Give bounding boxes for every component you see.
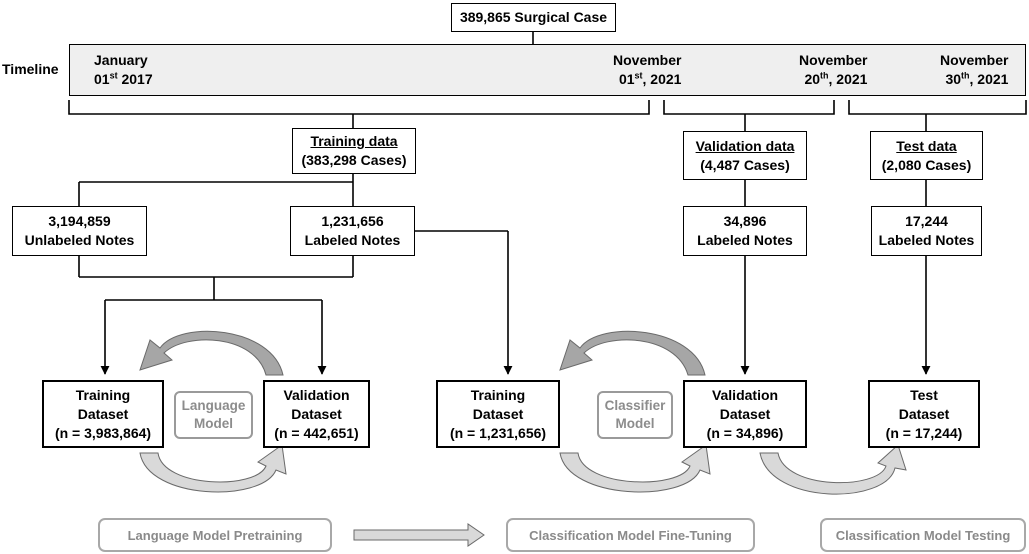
curved-arrow-lm-bottom: [139, 444, 287, 493]
curved-arrow-lm-top: [139, 330, 284, 376]
timeline-bar: [69, 44, 1026, 96]
surgical-case-title: 389,865 Surgical Case: [459, 9, 608, 25]
stage-pretraining: Language Model Pretraining: [98, 518, 332, 552]
validation-data-title: Validation data: [695, 137, 795, 154]
stage-testing: Classification Model Testing: [820, 518, 1026, 552]
lm-validation-dataset-n: (n = 442,651): [274, 424, 359, 441]
test-dataset-line2: Dataset: [898, 405, 950, 422]
classifier-model-box: Classifier Model: [597, 391, 673, 439]
test-data-title: Test data: [896, 137, 957, 154]
classifier-model-line1: Classifier: [604, 398, 666, 413]
unlabeled-notes-box: 3,194,859 Unlabeled Notes: [12, 206, 147, 256]
language-model-line1: Language: [181, 398, 246, 413]
cls-validation-dataset-line2: Dataset: [719, 405, 771, 422]
training-data-count: (383,298 Cases): [301, 152, 407, 168]
labeled-notes-test-box: 17,244 Labeled Notes: [871, 206, 982, 256]
labeled-notes-train-box: 1,231,656 Labeled Notes: [290, 206, 415, 256]
test-dataset-box: Test Dataset (n = 17,244): [868, 380, 980, 448]
training-bracket: [68, 100, 650, 115]
cls-training-dataset-box: Training Dataset (n = 1,231,656): [436, 380, 560, 448]
cls-validation-dataset-n: (n = 34,896): [706, 424, 784, 441]
cls-training-dataset-n: (n = 1,231,656): [449, 424, 547, 441]
curved-arrow-cls-top: [559, 330, 706, 376]
training-data-box: Training data (383,298 Cases): [292, 128, 416, 174]
test-dataset-line1: Test: [910, 386, 938, 403]
classifier-model-line2: Model: [615, 416, 655, 431]
stage-finetuning: Classification Model Fine-Tuning: [506, 518, 755, 552]
language-model-line2: Model: [194, 416, 233, 431]
labeled-notes-val-box: 34,896 Labeled Notes: [683, 206, 807, 256]
test-dataset-n: (n = 17,244): [885, 424, 963, 441]
lm-training-dataset-n: (n = 3,983,864): [54, 424, 152, 441]
lm-training-dataset-line2: Dataset: [77, 405, 129, 422]
validation-data-box: Validation data (4,487 Cases): [683, 131, 807, 180]
timeline-date-split1: November 01st, 2021: [613, 52, 682, 87]
training-data-title: Training data: [310, 133, 398, 149]
labeled-notes-test-label: Labeled Notes: [878, 232, 975, 248]
surgical-case-box: 389,865 Surgical Case: [451, 3, 616, 32]
test-bracket: [848, 100, 1027, 115]
stage-arrow: [353, 523, 485, 547]
labeled-notes-train-label: Labeled Notes: [304, 232, 401, 248]
labeled-notes-val-count: 34,896: [723, 213, 767, 229]
labeled-notes-train-count: 1,231,656: [321, 213, 384, 229]
validation-bracket: [663, 100, 835, 115]
lm-training-dataset-line1: Training: [75, 386, 131, 403]
timeline-date-start: January 01st 2017: [94, 52, 153, 87]
timeline-date-split2: November 20th, 2021: [799, 52, 868, 87]
timeline-label: Timeline: [2, 61, 59, 77]
cls-validation-dataset-box: Validation Dataset (n = 34,896): [683, 380, 807, 448]
unlabeled-notes-count: 3,194,859: [48, 213, 111, 229]
labeled-notes-test-count: 17,244: [905, 213, 948, 229]
cls-validation-dataset-line1: Validation: [711, 386, 779, 403]
cls-training-dataset-line1: Training: [470, 386, 526, 403]
lm-validation-dataset-line1: Validation: [283, 386, 350, 403]
labeled-notes-val-label: Labeled Notes: [697, 232, 793, 248]
curved-arrow-val-test: [759, 444, 907, 495]
curved-arrow-cls-bottom: [559, 444, 711, 493]
test-data-count: (2,080 Cases): [881, 156, 972, 173]
test-data-box: Test data (2,080 Cases): [870, 131, 983, 180]
lm-training-dataset-box: Training Dataset (n = 3,983,864): [42, 380, 164, 448]
lm-validation-dataset-box: Validation Dataset (n = 442,651): [263, 380, 370, 448]
language-model-box: Language Model: [174, 391, 253, 439]
validation-data-count: (4,487 Cases): [700, 156, 790, 173]
unlabeled-notes-label: Unlabeled Notes: [24, 232, 135, 248]
cls-training-dataset-line2: Dataset: [472, 405, 524, 422]
timeline-date-end: November 30th, 2021: [940, 52, 1009, 87]
lm-validation-dataset-line2: Dataset: [291, 405, 342, 422]
